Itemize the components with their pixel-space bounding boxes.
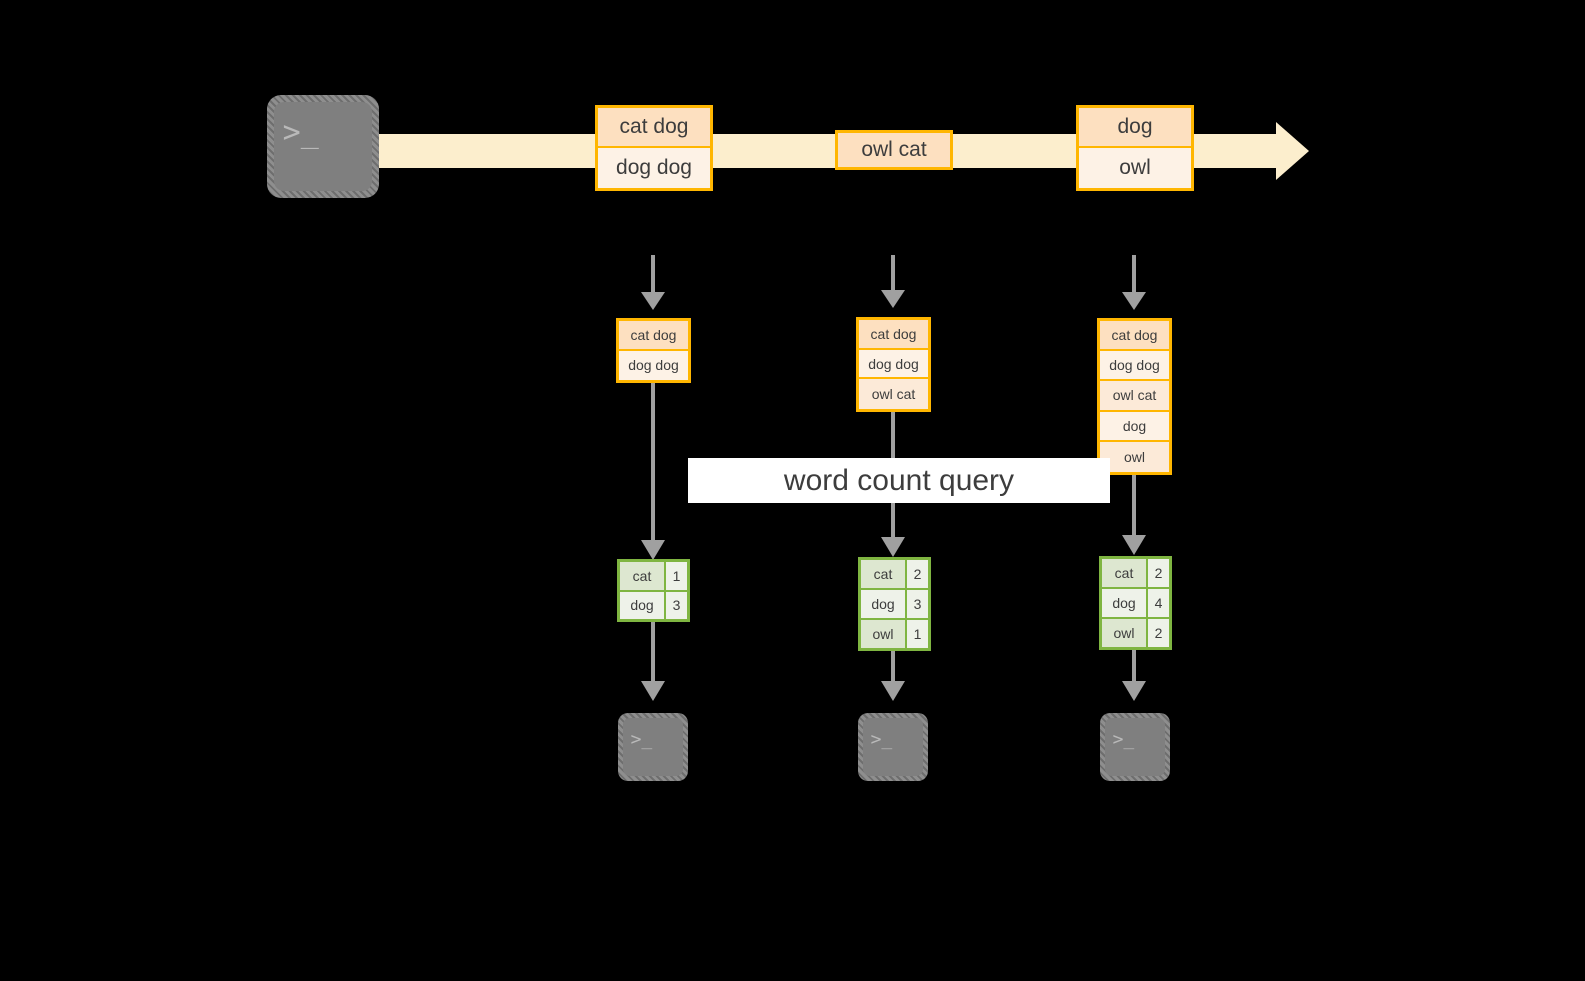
- table-row: dog 3: [861, 590, 928, 620]
- snapshot-input-line: dog: [1100, 411, 1169, 442]
- table-cell-word: cat: [620, 562, 666, 590]
- stream-record-group-1[interactable]: cat dog dog dog: [595, 105, 713, 191]
- sink-arrow-line-1: [651, 622, 655, 684]
- table-cell-word: cat: [861, 560, 907, 588]
- terminal-prompt: >_: [630, 728, 653, 750]
- sink-arrow-line-3: [1132, 650, 1136, 684]
- terminal-screen: [623, 718, 683, 776]
- table-cell-word: dog: [1102, 589, 1148, 617]
- tap-arrow-line-1: [651, 255, 655, 295]
- terminal-screen: [863, 718, 923, 776]
- sink-terminal-icon-2[interactable]: >_: [858, 713, 928, 781]
- stream-record-line: dog dog: [598, 148, 710, 188]
- terminal-prompt: >_: [1112, 728, 1135, 750]
- table-row: cat 2: [861, 560, 928, 590]
- table-cell-count: 1: [666, 562, 687, 590]
- snapshot-1-input[interactable]: cat dog dog dog: [616, 318, 691, 383]
- stream-record-group-3[interactable]: dog owl: [1076, 105, 1194, 191]
- table-cell-word: dog: [620, 591, 666, 619]
- snapshot-3-result-table[interactable]: cat 2 dog 4 owl 2: [1099, 556, 1172, 650]
- terminal-prompt: >_: [870, 728, 893, 750]
- query-arrow-line-3: [1132, 475, 1136, 537]
- terminal-prompt: >_: [282, 114, 319, 150]
- table-cell-count: 2: [1148, 559, 1169, 587]
- stream-record-line: owl cat: [838, 133, 950, 167]
- table-cell-count: 2: [1148, 619, 1169, 647]
- tap-arrow-head-3: [1122, 292, 1146, 310]
- snapshot-input-line: owl cat: [1100, 381, 1169, 412]
- sink-terminal-icon-1[interactable]: >_: [618, 713, 688, 781]
- sink-terminal-icon-3[interactable]: >_: [1100, 713, 1170, 781]
- snapshot-2-input[interactable]: cat dog dog dog owl cat: [856, 317, 931, 412]
- table-row: dog 3: [620, 591, 687, 619]
- query-arrow-head-3: [1122, 535, 1146, 555]
- query-arrow-head-1: [641, 540, 665, 560]
- table-cell-word: owl: [861, 620, 907, 648]
- table-row: cat 1: [620, 562, 687, 592]
- terminal-screen: [274, 102, 372, 191]
- stream-record-line: owl: [1079, 148, 1191, 188]
- snapshot-1-result-table[interactable]: cat 1 dog 3: [617, 559, 690, 622]
- table-row: owl 2: [1102, 619, 1169, 647]
- stream-record-line: cat dog: [598, 108, 710, 148]
- table-row: owl 1: [861, 620, 928, 648]
- snapshot-3-input[interactable]: cat dog dog dog owl cat dog owl: [1097, 318, 1172, 475]
- stream-arrowhead: [1276, 122, 1309, 180]
- sink-arrow-head-2: [881, 681, 905, 701]
- table-cell-word: owl: [1102, 619, 1148, 647]
- table-cell-word: dog: [861, 590, 907, 618]
- tap-arrow-line-3: [1132, 255, 1136, 295]
- terminal-screen: [1105, 718, 1165, 776]
- table-cell-word: cat: [1102, 559, 1148, 587]
- query-arrow-head-2: [881, 537, 905, 557]
- table-row: dog 4: [1102, 589, 1169, 619]
- tap-arrow-line-2: [891, 255, 895, 293]
- source-terminal-icon[interactable]: >_: [267, 95, 379, 198]
- sink-arrow-head-3: [1122, 681, 1146, 701]
- table-cell-count: 1: [907, 620, 928, 648]
- snapshot-input-line: dog dog: [1100, 351, 1169, 382]
- snapshot-2-result-table[interactable]: cat 2 dog 3 owl 1: [858, 557, 931, 651]
- stream-record-group-2[interactable]: owl cat: [835, 130, 953, 170]
- sink-arrow-line-2: [891, 651, 895, 684]
- query-label: word count query: [688, 458, 1110, 503]
- table-cell-count: 4: [1148, 589, 1169, 617]
- tap-arrow-head-1: [641, 292, 665, 310]
- snapshot-input-line: dog dog: [859, 349, 928, 380]
- table-cell-count: 3: [666, 591, 687, 619]
- snapshot-input-line: cat dog: [859, 320, 928, 350]
- sink-arrow-head-1: [641, 681, 665, 701]
- query-arrow-line-1: [651, 383, 655, 543]
- table-cell-count: 2: [907, 560, 928, 588]
- table-cell-count: 3: [907, 590, 928, 618]
- snapshot-input-line: owl cat: [859, 379, 928, 409]
- snapshot-input-line: dog dog: [619, 350, 688, 380]
- tap-arrow-head-2: [881, 290, 905, 308]
- snapshot-input-line: cat dog: [1100, 321, 1169, 352]
- table-row: cat 2: [1102, 559, 1169, 589]
- snapshot-input-line: owl: [1100, 441, 1169, 472]
- snapshot-input-line: cat dog: [619, 321, 688, 351]
- stream-record-line: dog: [1079, 108, 1191, 148]
